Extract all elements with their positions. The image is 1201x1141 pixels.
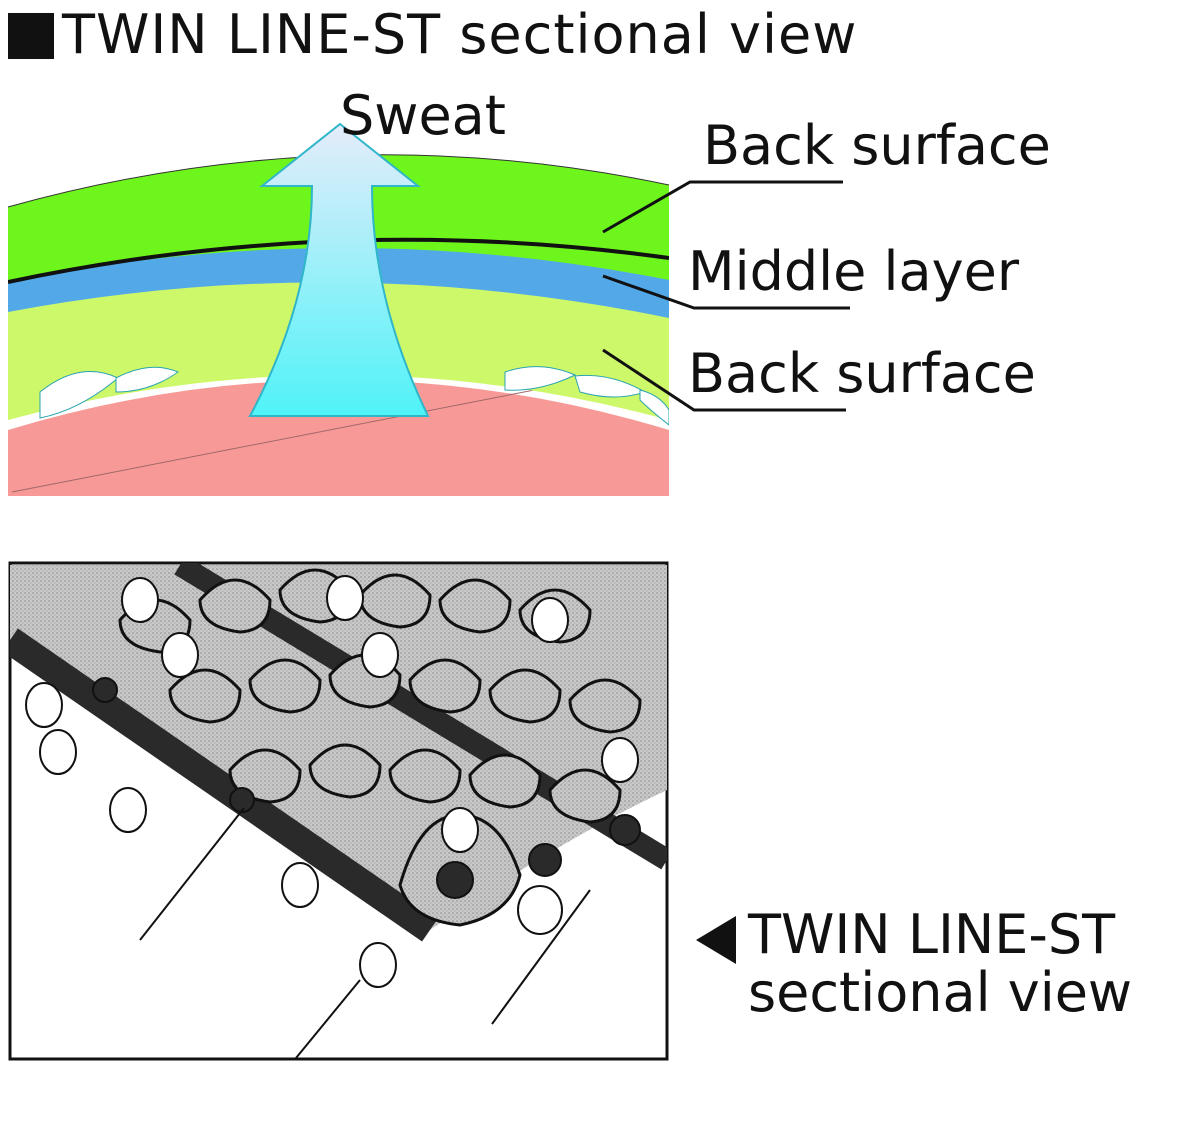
knit-caption-line-2: sectional view: [748, 961, 1133, 1024]
skin-layer: [8, 380, 669, 496]
core-yarn: [10, 628, 438, 942]
knit-leader-line: [139, 807, 245, 941]
left-pointer-icon: [696, 916, 736, 964]
leader-line-back-surface-top: [602, 180, 843, 234]
scallop-gaps: [39, 366, 669, 426]
page-title: TWIN LINE-ST sectional view: [8, 4, 857, 66]
knit-caption-line-1: TWIN LINE-ST: [748, 903, 1116, 966]
label-middle-layer: Middle layer: [688, 240, 1020, 303]
arrow-label: Sweat: [340, 84, 506, 147]
leader-line-middle-layer: [602, 274, 850, 310]
knit-caption-text: TWIN LINE-ST sectional view: [748, 906, 1132, 1022]
knit-body: [10, 563, 667, 1059]
white-loop-highlights: [121, 575, 639, 853]
white-yarns: [25, 682, 563, 988]
sweat-arrow-icon: [248, 122, 430, 417]
square-bullet-icon: [8, 13, 54, 59]
page-title-text: TWIN LINE-ST sectional view: [62, 3, 858, 66]
label-back-surface-bottom: Back surface: [688, 342, 1036, 405]
knit-leader-line: [295, 979, 361, 1059]
dark-yarn-ends: [92, 677, 641, 899]
label-back-surface-top: Back surface: [703, 114, 1051, 177]
leader-line-back-surface-bottom: [602, 348, 846, 412]
skin-detail-line: [11, 384, 561, 493]
knit-leader-line: [491, 889, 591, 1025]
